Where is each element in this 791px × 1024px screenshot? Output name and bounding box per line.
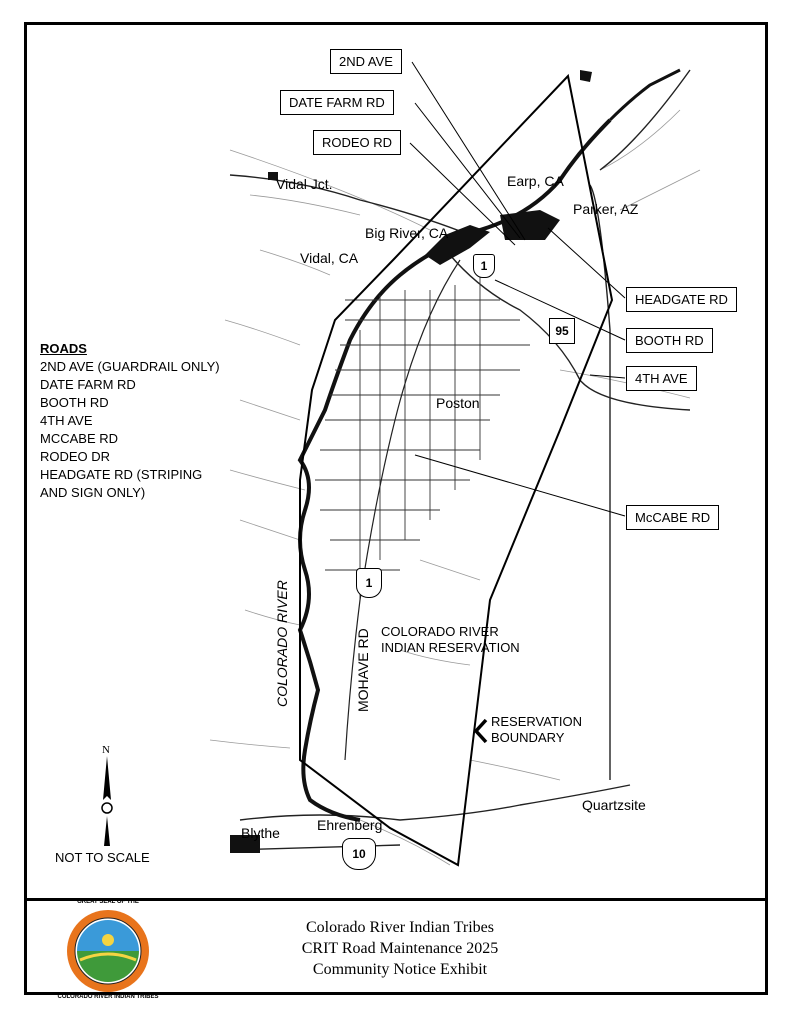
big-river-label: Big River, CA	[365, 225, 449, 241]
title-line-1: Colorado River Indian Tribes	[306, 919, 494, 936]
north-arrow-icon	[101, 756, 113, 846]
interstate-10-shield: 10	[342, 838, 376, 870]
north-arrow: N	[92, 744, 122, 846]
vidal-jct-label: Vidal Jct.	[276, 176, 333, 192]
roads-legend-item: MCCABE RD	[40, 431, 119, 446]
title-line-3: Community Notice Exhibit	[312, 961, 488, 978]
reservation-boundary-label: RESERVATION BOUNDARY	[491, 714, 583, 745]
route-95-label: 95	[555, 324, 569, 338]
parker-label: Parker, AZ	[573, 201, 639, 217]
town-blocks	[230, 70, 592, 853]
ehrenberg-label: Ehrenberg	[317, 817, 383, 833]
route-1-label: 1	[480, 259, 488, 273]
callout-headgate-rd: HEADGATE RD	[626, 287, 737, 312]
route-1-shield-south: 1	[356, 568, 382, 598]
poston-label: Poston	[436, 395, 480, 411]
north-letter: N	[102, 744, 110, 756]
vidal-ca-label: Vidal, CA	[300, 250, 359, 266]
colorado-river-upper	[608, 68, 681, 122]
interstate-10-label: 10	[352, 847, 366, 861]
seal-top-text: GREAT SEAL OF THE	[77, 899, 139, 905]
callout-4th-ave: 4TH AVE	[626, 366, 697, 391]
seal-bottom-text: COLORADO RIVER INDIAN TRIBES	[57, 994, 159, 1000]
title-block: Colorado River Indian Tribes CRIT Road M…	[170, 917, 630, 980]
boundary-chevron	[473, 718, 488, 744]
roads-legend-item: RODEO DR	[40, 449, 111, 464]
blythe-label: Blythe	[241, 825, 280, 841]
callout-leaders	[409, 61, 626, 517]
roads-legend: ROADS 2ND AVE (GUARDRAIL ONLY) DATE FARM…	[40, 340, 220, 502]
roads-legend-item: 2ND AVE (GUARDRAIL ONLY)	[40, 359, 220, 374]
crit-seal-icon	[67, 910, 149, 992]
title-line-2: CRIT Road Maintenance 2025	[301, 940, 499, 957]
route-1-shield-north: 1	[473, 254, 495, 278]
callout-booth-rd: BOOTH RD	[626, 328, 713, 353]
terrain-washes	[209, 109, 701, 866]
ag-road-grid	[315, 275, 530, 600]
crit-seal: GREAT SEAL OF THE COLORADO RIVER INDIAN …	[57, 899, 158, 1000]
roads-legend-item: DATE FARM RD	[40, 377, 136, 392]
title-divider	[24, 898, 768, 901]
callout-mccabe-rd: McCABE RD	[626, 505, 720, 530]
route-1-label: 1	[365, 576, 373, 590]
roads-legend-item: 4TH AVE	[40, 413, 93, 428]
callout-2nd-ave: 2ND AVE	[330, 49, 402, 74]
callout-rodeo-rd: RODEO RD	[313, 130, 402, 155]
map-frame	[24, 22, 768, 995]
roads-legend-item: HEADGATE RD (STRIPING	[40, 467, 203, 482]
reservation-boundary	[299, 73, 614, 867]
callout-date-farm-rd: DATE FARM RD	[280, 90, 394, 115]
scale-note: NOT TO SCALE	[55, 850, 150, 865]
route-95-shield: 95	[549, 318, 575, 344]
roads-legend-item: AND SIGN ONLY)	[40, 485, 146, 500]
reservation-name-label: COLORADO RIVER INDIAN RESERVATION	[381, 624, 520, 655]
roads-legend-item: BOOTH RD	[40, 395, 109, 410]
quartzsite-label: Quartzsite	[582, 797, 646, 813]
roads-legend-heading: ROADS	[40, 341, 87, 356]
mohave-road-line	[344, 259, 461, 761]
earp-label: Earp, CA	[507, 173, 564, 189]
